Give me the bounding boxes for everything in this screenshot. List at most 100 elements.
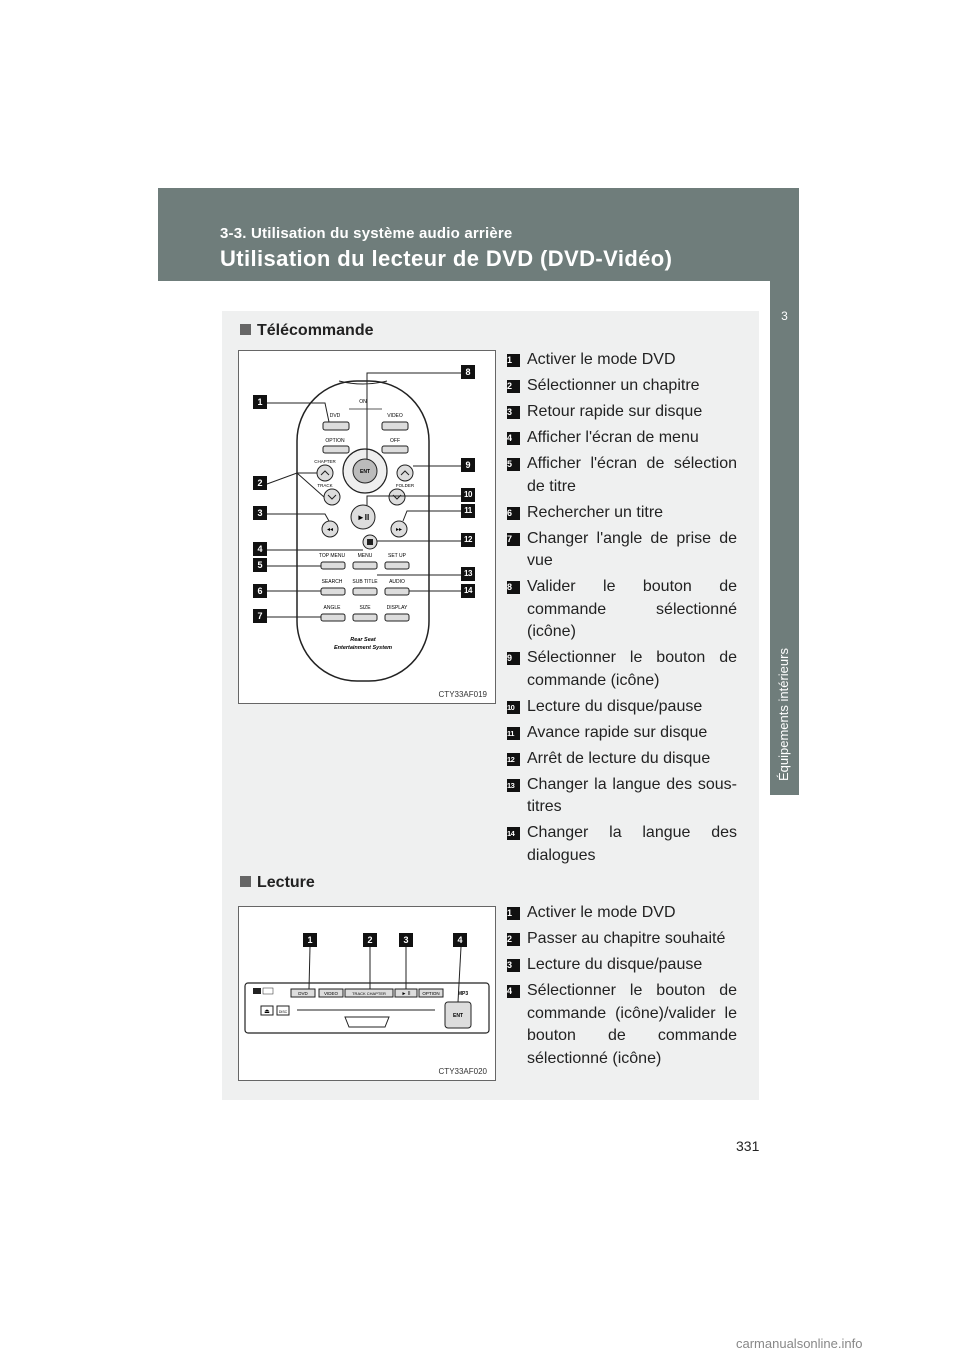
player-video-button <box>318 988 344 998</box>
callout-1: 1 <box>253 395 267 409</box>
player-panel-figure: DVD VIDEO TRACK CHAPTER ► II OPTION MP3 … <box>238 906 496 1081</box>
player-track-chapter-label: TRACK CHAPTER <box>352 991 386 996</box>
callout-14: 14 <box>461 584 475 598</box>
folder-up-button <box>396 464 414 482</box>
setup-button <box>384 561 410 570</box>
list-item-text: Afficher l'écran de sélection de titre <box>527 455 737 495</box>
player-mp3-label: MP3 <box>458 991 469 997</box>
play-pause-button <box>350 504 376 530</box>
number-badge: 13 <box>507 778 520 792</box>
video-button <box>381 421 409 431</box>
number-badge: 4 <box>507 432 520 445</box>
playback-heading-text: Lecture <box>257 874 315 891</box>
number-badge: 7 <box>507 532 520 546</box>
video-label: VIDEO <box>387 413 403 419</box>
chapter-label-wrap: Équipements intérieurs <box>770 281 799 795</box>
square-bullet-icon <box>240 876 251 887</box>
chapter-up-button <box>316 464 334 482</box>
remote-control-figure: ON DVD VIDEO OPTION OFF CHAPTER ENT TRAC… <box>238 350 496 704</box>
number-badge: 4 <box>507 985 520 998</box>
callout-4: 4 <box>453 933 467 947</box>
number-badge: 8 <box>507 581 520 594</box>
figure-code: CTY33AF019 <box>438 690 487 699</box>
number-badge: 3 <box>507 406 520 419</box>
list-item: 9 Sélectionner le bouton de commande (icô… <box>507 647 737 692</box>
svg-text:◂◂: ◂◂ <box>327 527 333 533</box>
callout-4: 4 <box>253 542 267 556</box>
number-badge: 1 <box>507 354 520 367</box>
list-item-text: Rechercher un titre <box>527 503 664 521</box>
enter-button <box>352 458 378 484</box>
callout-9: 9 <box>461 458 475 472</box>
track-label: TRACK <box>317 483 332 488</box>
display-button <box>384 613 410 622</box>
callout-6: 6 <box>253 584 267 598</box>
number-badge: 6 <box>507 506 520 520</box>
number-badge: 5 <box>507 458 520 471</box>
off-button <box>381 445 409 454</box>
chapter-number: 3 <box>781 309 788 323</box>
player-play-label: ► II <box>401 991 410 997</box>
option-button <box>322 445 350 454</box>
remote-control-illustration: ON DVD VIDEO OPTION OFF CHAPTER ENT TRAC… <box>266 372 461 682</box>
list-item-text: Activer le mode DVD <box>527 351 676 368</box>
svg-text:▸▸: ▸▸ <box>396 527 402 533</box>
svg-text:►II: ►II <box>357 513 369 522</box>
list-item-text: Afficher l'écran de menu <box>527 429 699 446</box>
number-badge: 11 <box>507 726 520 740</box>
callout-2: 2 <box>253 476 267 490</box>
number-badge: 12 <box>507 752 520 766</box>
square-bullet-icon <box>240 324 251 335</box>
number-badge: 2 <box>507 933 520 946</box>
remote-heading: Télécommande <box>240 322 373 340</box>
callout-3: 3 <box>253 506 267 520</box>
list-item: 10 Lecture du disque/pause <box>507 696 737 719</box>
brand-line-1: Rear Seat <box>350 637 377 643</box>
size-label: SIZE <box>359 605 371 611</box>
player-dvd-label: DVD <box>298 991 308 996</box>
chapter-side-tab: 3 Équipements intérieurs <box>770 281 799 795</box>
remote-body <box>296 380 430 682</box>
chapter-label: Équipements intérieurs <box>776 648 791 781</box>
subtitle-label: SUB TITLE <box>352 579 378 585</box>
figure-code: CTY33AF020 <box>438 1067 487 1076</box>
list-item-text: Sélectionner le bouton de commande (icôn… <box>527 649 737 689</box>
player-disc-label: DISC <box>279 1010 288 1014</box>
list-item-text: Passer au chapitre souhaité <box>527 930 726 947</box>
list-item-text: Changer l'angle de prise de vue <box>527 529 737 570</box>
menu-button <box>352 561 378 570</box>
top-menu-button <box>320 561 346 570</box>
folder-down-button <box>388 488 406 506</box>
list-item: 3 Retour rapide sur disque <box>507 401 737 424</box>
callout-13: 13 <box>461 567 475 581</box>
list-item-text: Retour rapide sur disque <box>527 403 703 420</box>
page-number: 331 <box>736 1138 760 1154</box>
callout-10: 10 <box>461 488 475 502</box>
list-item: 2 Passer au chapitre souhaité <box>507 928 737 951</box>
ent-label: ENT <box>360 469 370 475</box>
callout-1: 1 <box>303 933 317 947</box>
list-item-text: Lecture du disque/pause <box>527 697 703 715</box>
chapter-label: CHAPTER <box>314 459 336 464</box>
callout-5: 5 <box>253 558 267 572</box>
setup-label: SET UP <box>388 553 407 559</box>
dvd-player-illustration: DVD VIDEO TRACK CHAPTER ► II OPTION MP3 … <box>244 946 490 1034</box>
section-header: 3-3. Utilisation du système audio arrièr… <box>158 188 799 281</box>
number-badge: 14 <box>507 827 520 840</box>
search-button <box>320 587 346 596</box>
number-badge: 10 <box>507 700 520 714</box>
watermark: carmanualsonline.info <box>736 1336 863 1351</box>
audio-button <box>384 587 410 596</box>
list-item: 5 Afficher l'écran de sélection de titre <box>507 453 737 498</box>
number-badge: 9 <box>507 652 520 665</box>
callout-12: 12 <box>461 533 475 547</box>
player-ent-label: ENT <box>453 1013 463 1019</box>
top-menu-label: TOP MENU <box>319 553 346 559</box>
callout-11: 11 <box>461 504 475 518</box>
